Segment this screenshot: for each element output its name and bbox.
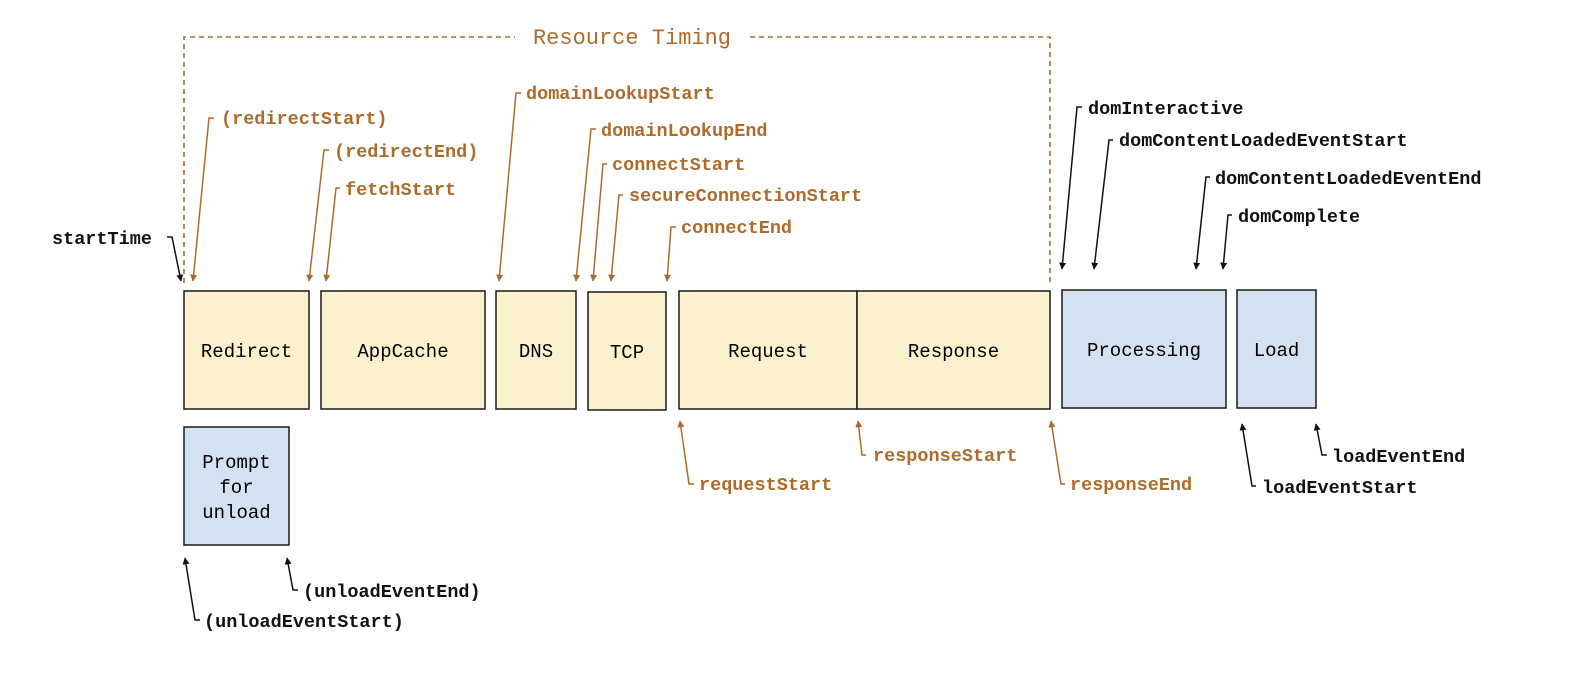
load-phase: Load <box>1236 289 1317 409</box>
domainLookupStart-label: domainLookupStart <box>526 84 715 105</box>
unloadEventEnd-label: (unloadEventEnd) <box>303 582 481 603</box>
unloadEventStart-arrow <box>182 557 200 621</box>
domainLookupStart-arrow <box>496 92 521 282</box>
domInteractive-label: domInteractive <box>1088 99 1243 120</box>
unloadEventStart-label: (unloadEventStart) <box>204 612 404 633</box>
startTime-label: startTime <box>52 229 152 250</box>
processing-phase: Processing <box>1061 289 1227 409</box>
domContentLoadedEventStart-label: domContentLoadedEventStart <box>1119 131 1408 152</box>
connectStart-arrow <box>590 163 607 282</box>
dns-phase: DNS <box>495 290 577 410</box>
black-labels: startTime domInteractive domContentLoade… <box>52 99 1481 633</box>
response-phase: Response <box>856 290 1051 410</box>
requestStart-label: requestStart <box>699 475 832 496</box>
fetchStart-label: fetchStart <box>345 180 456 201</box>
domainLookupEnd-label: domainLookupEnd <box>601 121 768 142</box>
redirect-phase-label: Redirect <box>201 341 292 363</box>
black-arrows <box>167 106 1327 621</box>
unloadEventEnd-arrow <box>284 557 298 591</box>
tcp-phase-label: TCP <box>610 342 644 364</box>
loadEventEnd-label: loadEventEnd <box>1332 447 1465 468</box>
request-phase: Request <box>678 290 858 410</box>
prompt-for-unload-line2: for <box>219 477 253 499</box>
connectStart-label: connectStart <box>612 155 745 176</box>
domComplete-label: domComplete <box>1238 207 1360 228</box>
loadEventStart-label: loadEventStart <box>1262 478 1417 499</box>
orange-arrows <box>190 92 1065 485</box>
domContentLoadedEventEnd-label: domContentLoadedEventEnd <box>1215 169 1481 190</box>
request-phase-label: Request <box>728 341 808 363</box>
requestStart-arrow <box>677 420 694 485</box>
loadEventEnd-arrow <box>1313 423 1327 456</box>
redirectStart-label: (redirectStart) <box>221 109 388 130</box>
domContentLoadedEventEnd-arrow <box>1193 176 1210 270</box>
domContentLoadedEventStart-arrow <box>1091 139 1113 270</box>
connectEnd-arrow <box>663 226 676 282</box>
resource-timing-bracket <box>183 36 1051 283</box>
load-phase-label: Load <box>1254 340 1300 362</box>
responseEnd-arrow <box>1048 420 1065 485</box>
redirect-phase: Redirect <box>183 290 310 410</box>
prompt-for-unload-phase: Prompt for unload <box>183 426 290 546</box>
secureConnectionStart-arrow <box>608 194 623 282</box>
fetchStart-arrow <box>323 187 340 282</box>
tcp-phase: TCP <box>587 291 667 411</box>
resource-timing-title: Resource Timing <box>533 26 731 51</box>
redirectEnd-arrow <box>306 149 329 282</box>
loadEventStart-arrow <box>1239 423 1256 487</box>
appcache-phase-label: AppCache <box>357 341 448 363</box>
orange-labels: (redirectStart) (redirectEnd) fetchStart… <box>221 84 1192 496</box>
processing-phase-label: Processing <box>1087 340 1201 362</box>
responseStart-label: responseStart <box>873 446 1017 467</box>
appcache-phase: AppCache <box>320 290 486 410</box>
responseStart-arrow <box>855 420 866 456</box>
startTime-arrow <box>167 236 184 282</box>
responseEnd-label: responseEnd <box>1070 475 1192 496</box>
connectEnd-label: connectEnd <box>681 218 792 239</box>
prompt-for-unload-line3: unload <box>202 502 270 524</box>
domainLookupEnd-arrow <box>573 128 596 282</box>
response-phase-label: Response <box>908 341 999 363</box>
prompt-for-unload-line1: Prompt <box>202 452 270 474</box>
redirectEnd-label: (redirectEnd) <box>334 142 478 163</box>
redirectStart-arrow <box>190 117 214 282</box>
dns-phase-label: DNS <box>519 341 553 363</box>
secureConnectionStart-label: secureConnectionStart <box>629 186 862 207</box>
domComplete-arrow <box>1220 214 1232 270</box>
domInteractive-arrow <box>1059 106 1082 270</box>
